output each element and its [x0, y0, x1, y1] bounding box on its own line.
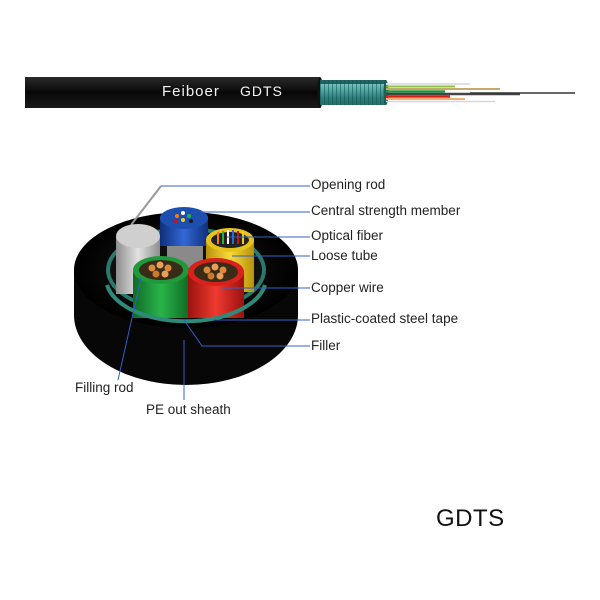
- leader-lines: [117, 185, 310, 400]
- copper-tube-red-inner: [194, 262, 238, 282]
- label-central-strength-member: Central strength member: [311, 203, 461, 218]
- label-pe-out-sheath: PE out sheath: [146, 402, 231, 417]
- filling-rod-top: [116, 224, 160, 248]
- loose-tube-yellow-inner: [211, 232, 249, 248]
- cable-sheath-body: [25, 77, 320, 108]
- opening-rod-shape: [130, 185, 162, 226]
- label-optical-fiber: Optical fiber: [311, 228, 384, 243]
- label-opening-rod: Opening rod: [311, 177, 386, 192]
- cable-model-print: GDTS: [240, 83, 283, 99]
- label-copper-wire: Copper wire: [311, 280, 384, 295]
- copper-tube-green-inner: [139, 260, 183, 280]
- label-loose-tube: Loose tube: [311, 248, 378, 263]
- cable-inner-strands: [386, 83, 575, 103]
- copper-wires-green: [148, 261, 172, 278]
- leader-filler: [183, 319, 310, 347]
- cable-armor-wire: [320, 80, 386, 105]
- steel-tape-front: [105, 284, 267, 324]
- model-caption: GDTS: [436, 505, 505, 532]
- leader-filling-rod: [117, 277, 142, 381]
- cable-side-view: [25, 77, 575, 108]
- label-filler: Filler: [311, 338, 341, 353]
- cable-brand-print: Feiboer: [162, 83, 220, 100]
- copper-wires-red: [203, 263, 227, 280]
- optical-fibers-blue: [174, 211, 193, 223]
- loose-tube-blue-top: [160, 207, 208, 229]
- cable-cross-section: [74, 185, 298, 385]
- label-filling-rod: Filling rod: [75, 380, 134, 395]
- label-plastic-coated-steel-tape: Plastic-coated steel tape: [311, 311, 459, 326]
